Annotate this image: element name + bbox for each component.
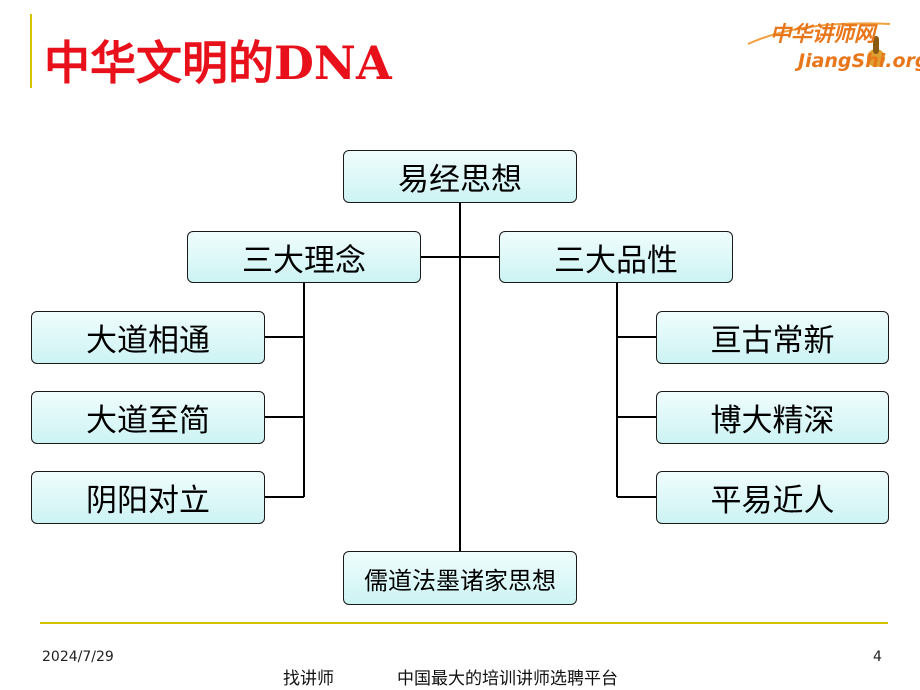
node-right-branch: 三大品性 — [499, 231, 733, 283]
site-logo: 中华讲师网 JiangShi.org — [740, 14, 920, 78]
node-right-item-1: 亘古常新 — [656, 311, 889, 364]
footer-text-right: 中国最大的培训讲师选聘平台 — [397, 669, 618, 689]
logo-text-en: JiangShi.org — [798, 50, 920, 72]
page-number: 4 — [873, 649, 882, 665]
node-left-item-3: 阴阳对立 — [31, 471, 265, 524]
node-root: 易经思想 — [343, 150, 577, 203]
logo-swoosh-icon — [747, 22, 891, 67]
logo-text-cn: 中华讲师网 — [770, 22, 875, 46]
accent-line — [30, 14, 32, 88]
footer-divider — [40, 622, 888, 624]
footer-date: 2024/7/29 — [42, 649, 114, 665]
node-right-item-3: 平易近人 — [656, 471, 889, 524]
footer-text-left: 找讲师 — [283, 669, 334, 689]
node-left-item-2: 大道至简 — [31, 391, 265, 444]
node-bottom: 儒道法墨诸家思想 — [343, 551, 577, 605]
slide-title: 中华文明的DNA — [44, 36, 392, 90]
node-left-branch: 三大理念 — [187, 231, 421, 283]
node-right-item-2: 博大精深 — [656, 391, 889, 444]
node-left-item-1: 大道相通 — [31, 311, 265, 364]
